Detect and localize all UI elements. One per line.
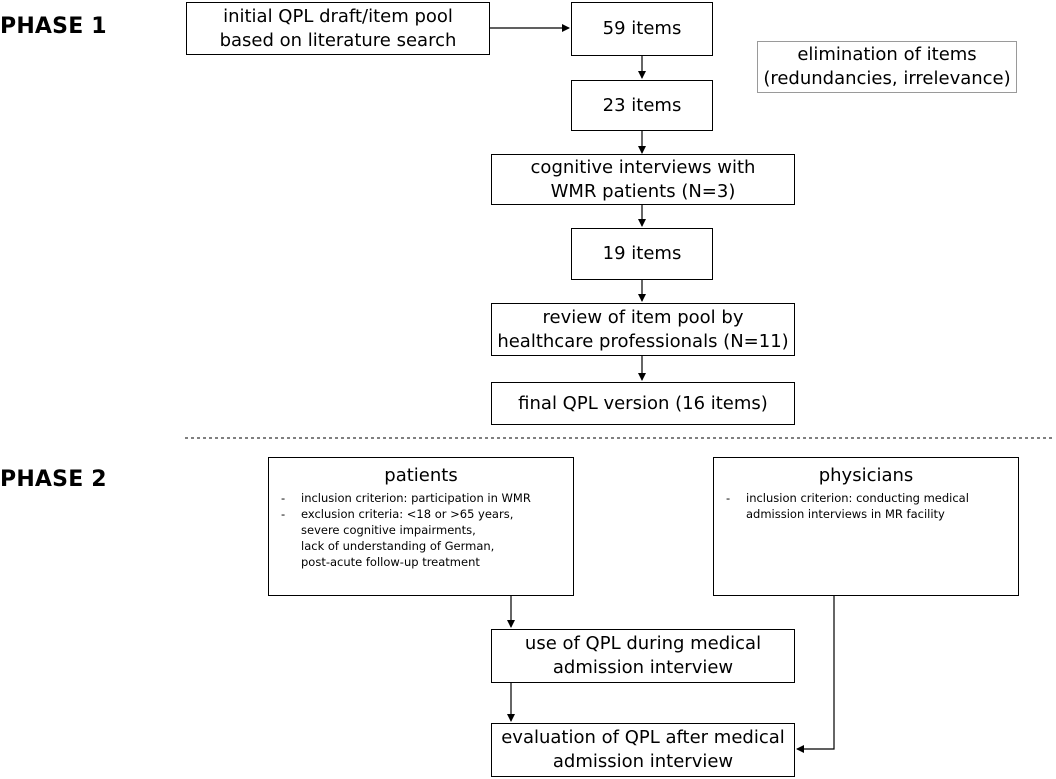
use-of-qpl-line1: use of QPL during medical xyxy=(524,633,762,654)
cognitive-interviews-line2: WMR patients (N=3) xyxy=(550,180,736,202)
arrow-physicians-to-evaluation xyxy=(796,596,835,753)
items-23-box: 23 items xyxy=(571,80,713,131)
patients-box: patients inclusion criterion: participat… xyxy=(268,457,574,596)
final-qpl-version-box: final QPL version (16 items) xyxy=(491,382,795,425)
use-of-qpl-box: use of QPL during medical admission inte… xyxy=(491,629,795,683)
phase1-label: PHASE 1 xyxy=(0,14,107,39)
review-line2: healthcare professionals (N=11) xyxy=(497,330,789,352)
physicians-inclusion-criterion: inclusion criterion: conducting medical … xyxy=(724,490,969,522)
evaluation-line1: evaluation of QPL after medical xyxy=(501,727,785,748)
items-59-box: 59 items xyxy=(571,2,713,56)
elimination-note-line1: elimination of items xyxy=(797,44,977,65)
patients-inclusion-criterion: inclusion criterion: participation in WM… xyxy=(279,490,531,506)
elimination-note-box: elimination of items (redundancies, irre… xyxy=(757,41,1017,93)
cognitive-interviews-line1: cognitive interviews with xyxy=(530,156,756,178)
elimination-note-line2: (redundancies, irrelevance) xyxy=(763,68,1011,89)
cognitive-interviews-box: cognitive interviews with WMR patients (… xyxy=(491,154,795,205)
physicians-title: physicians xyxy=(818,465,914,486)
review-line1: review of item pool by xyxy=(542,306,744,328)
review-item-pool-box: review of item pool by healthcare profes… xyxy=(491,303,795,356)
items-19-box: 19 items xyxy=(571,228,713,280)
physicians-criteria-list: inclusion criterion: conducting medical … xyxy=(724,490,969,522)
patients-criteria-list: inclusion criterion: participation in WM… xyxy=(279,490,531,570)
patients-exclusion-criteria: exclusion criteria: <18 or >65 years, se… xyxy=(279,506,531,570)
patients-title: patients xyxy=(384,465,458,486)
phase2-label: PHASE 2 xyxy=(0,467,107,492)
initial-qpl-draft-box: initial QPL draft/item pool based on lit… xyxy=(186,2,490,55)
initial-qpl-line1: initial QPL draft/item pool xyxy=(223,5,453,27)
evaluation-of-qpl-box: evaluation of QPL after medical admissio… xyxy=(491,723,795,777)
initial-qpl-line2: based on literature search xyxy=(219,29,457,51)
use-of-qpl-line2: admission interview xyxy=(552,657,734,678)
evaluation-line2: admission interview xyxy=(552,751,734,772)
physicians-box: physicians inclusion criterion: conducti… xyxy=(713,457,1019,596)
